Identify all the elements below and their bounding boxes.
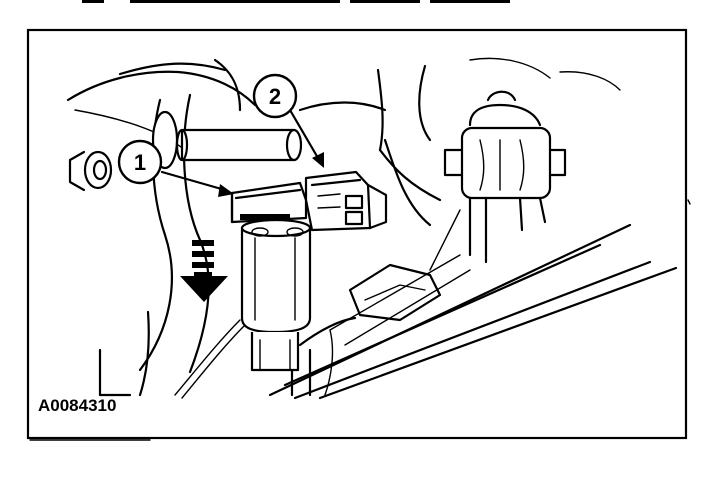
switch-connector-housing — [304, 170, 388, 232]
leader-lines — [160, 108, 324, 197]
scan-marks — [29, 199, 691, 441]
direction-arrow-down-icon — [180, 240, 228, 302]
switch-body — [240, 218, 312, 372]
figure-id-label: A0084310 — [38, 396, 116, 415]
callout-2: 2 — [252, 73, 298, 119]
figure-frame — [26, 28, 688, 440]
actuator-rod — [151, 110, 303, 170]
callout-1: 1 — [117, 139, 163, 185]
electrical-connector — [230, 181, 308, 224]
background-structure — [66, 57, 678, 400]
callout-2-label: 2 — [269, 84, 281, 109]
callout-1-label: 1 — [134, 150, 146, 175]
cropped-header-fragment — [82, 0, 510, 3]
